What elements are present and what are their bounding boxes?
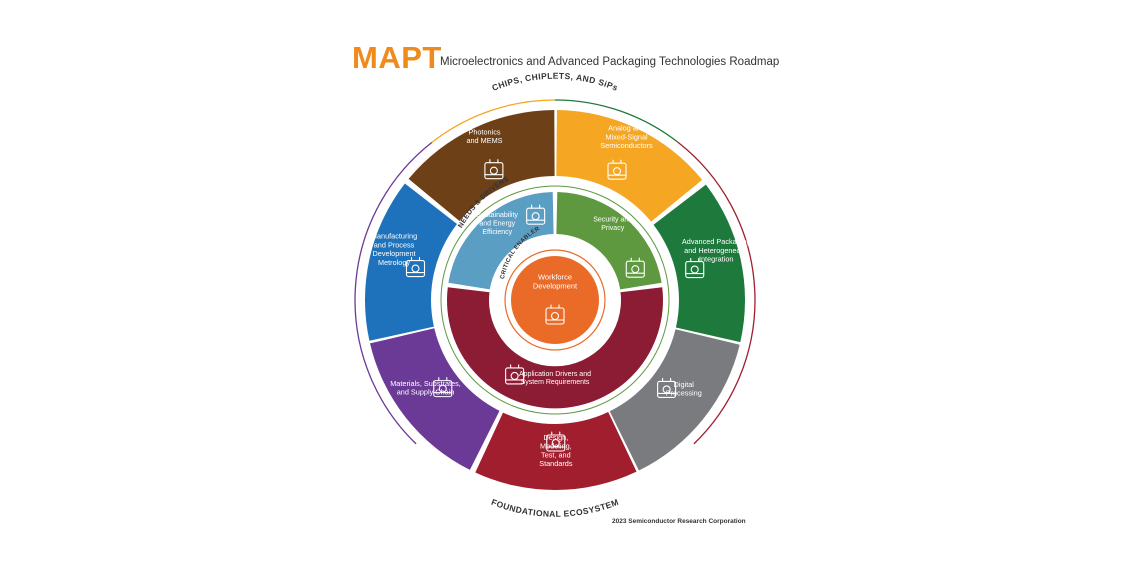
segment-application-drivers-and-system-requirements-shape xyxy=(447,287,663,409)
segment-digital-processing-label-line: Digital xyxy=(674,380,695,389)
light-beam-icon xyxy=(484,159,504,180)
page-title: Microelectronics and Advanced Packaging … xyxy=(440,56,780,68)
center-workforce-development-label-line: Development xyxy=(533,282,578,291)
binary-funnel-icon xyxy=(657,377,677,398)
segment-security-and-privacy-shape xyxy=(556,192,662,290)
segment-materials-substrates-and-supply-chain-label-line: and Supply Chain xyxy=(397,388,455,397)
segment-sustainability-and-energy-efficiency-label-line: Efficiency xyxy=(482,229,512,236)
segment-design-modeling-test-and-standards-label-line: Test, and xyxy=(541,450,571,459)
segment-manufacturing-and-process-development-metrology-label-line: Manufacturing xyxy=(371,232,417,241)
ring-label-top: CHIPS, CHIPLETS, AND SiPs xyxy=(490,71,619,93)
segment-analog-and-mixed-signal-semiconductors-label-line: Mixed-Signal xyxy=(605,132,648,141)
segment-materials-substrates-and-supply-chain-label: Materials, Substrates,and Supply Chain xyxy=(390,379,461,397)
guide-arc-top-left xyxy=(431,99,556,143)
segment-application-drivers-and-system-requirements-label-line: System Requirements xyxy=(521,379,590,386)
energy-building-icon xyxy=(526,204,546,225)
inner-guide-ring xyxy=(440,185,670,415)
segment-advanced-packaging-and-heterogeneous-integration-label-line: Integration xyxy=(699,255,733,264)
brain-chip-icon xyxy=(607,159,627,180)
copyright: 2023 Semiconductor Research Corporation xyxy=(612,518,746,525)
segment-manufacturing-and-process-development-metrology-label-line: Metrology xyxy=(378,258,410,267)
segment-materials-substrates-and-supply-chain-label-line: Materials, Substrates, xyxy=(390,379,461,388)
center-disc xyxy=(511,256,599,344)
segment-advanced-packaging-and-heterogeneous-integration-label-line: Advanced Packaging xyxy=(682,237,751,246)
segment-design-modeling-test-and-standards-label-line: Design, xyxy=(543,433,568,442)
segment-photonics-and-mems-label-line: Photonics xyxy=(468,127,500,136)
lab-flask-icon xyxy=(433,377,453,398)
center-workforce-development-label-line: Workforce xyxy=(538,273,572,282)
segment-analog-and-mixed-signal-semiconductors-label-line: Semiconductors xyxy=(600,141,653,150)
segment-security-and-privacy-label-line: Security and xyxy=(593,216,632,223)
segment-materials-substrates-and-supply-chain-shape xyxy=(370,328,500,470)
segment-security-and-privacy-label-line: Privacy xyxy=(601,225,624,232)
segment-manufacturing-and-process-development-metrology-label-line: Development xyxy=(373,249,416,258)
chip-package-icon xyxy=(685,257,705,279)
segment-application-drivers-and-system-requirements-label-line: Application Drivers and xyxy=(519,371,591,378)
ring-label-bottom: FOUNDATIONAL ECOSYSTEM xyxy=(490,497,620,519)
segment-materials-substrates-and-supply-chain: Materials, Substrates,and Supply Chain xyxy=(370,328,500,470)
segment-digital-processing-label-line: Processing xyxy=(666,389,702,398)
segment-manufacturing-and-process-development-metrology-label-line: and Process xyxy=(374,240,415,249)
padlock-icon xyxy=(625,257,645,278)
factory-conveyor-icon xyxy=(405,257,426,278)
segment-advanced-packaging-and-heterogeneous-integration-shape xyxy=(653,184,746,343)
gears-icon xyxy=(546,431,566,452)
segment-photonics-and-mems-shape xyxy=(408,110,555,221)
segment-analog-and-mixed-signal-semiconductors-label-line: Analog and xyxy=(608,124,645,133)
segment-digital-processing-shape xyxy=(609,329,740,471)
mapt-logo: MAPT xyxy=(352,40,442,75)
segment-manufacturing-and-process-development-metrology-shape xyxy=(364,183,457,341)
segment-sustainability-and-energy-efficiency-label-line: and Energy xyxy=(479,221,515,228)
guide-arc-top-right xyxy=(554,99,679,143)
people-group-icon xyxy=(545,304,565,325)
outer-ring xyxy=(354,99,756,445)
center-outline xyxy=(504,249,606,351)
monitor-gear-icon xyxy=(505,364,525,385)
segment-photonics-and-mems-label-line: and MEMS xyxy=(466,136,502,145)
inner-ring xyxy=(440,185,670,415)
segment-sustainability-and-energy-efficiency-shape xyxy=(448,192,554,290)
guide-arc-left xyxy=(354,141,433,445)
segment-sustainability-and-energy-efficiency-label-line: Sustainability xyxy=(477,212,519,219)
segment-design-modeling-test-and-standards-label-line: Standards xyxy=(539,459,573,468)
segment-advanced-packaging-and-heterogeneous-integration-label-line: and Heterogeneous xyxy=(684,246,748,255)
segment-analog-and-mixed-signal-semiconductors-shape xyxy=(556,110,703,222)
guide-arc-right xyxy=(677,141,756,445)
